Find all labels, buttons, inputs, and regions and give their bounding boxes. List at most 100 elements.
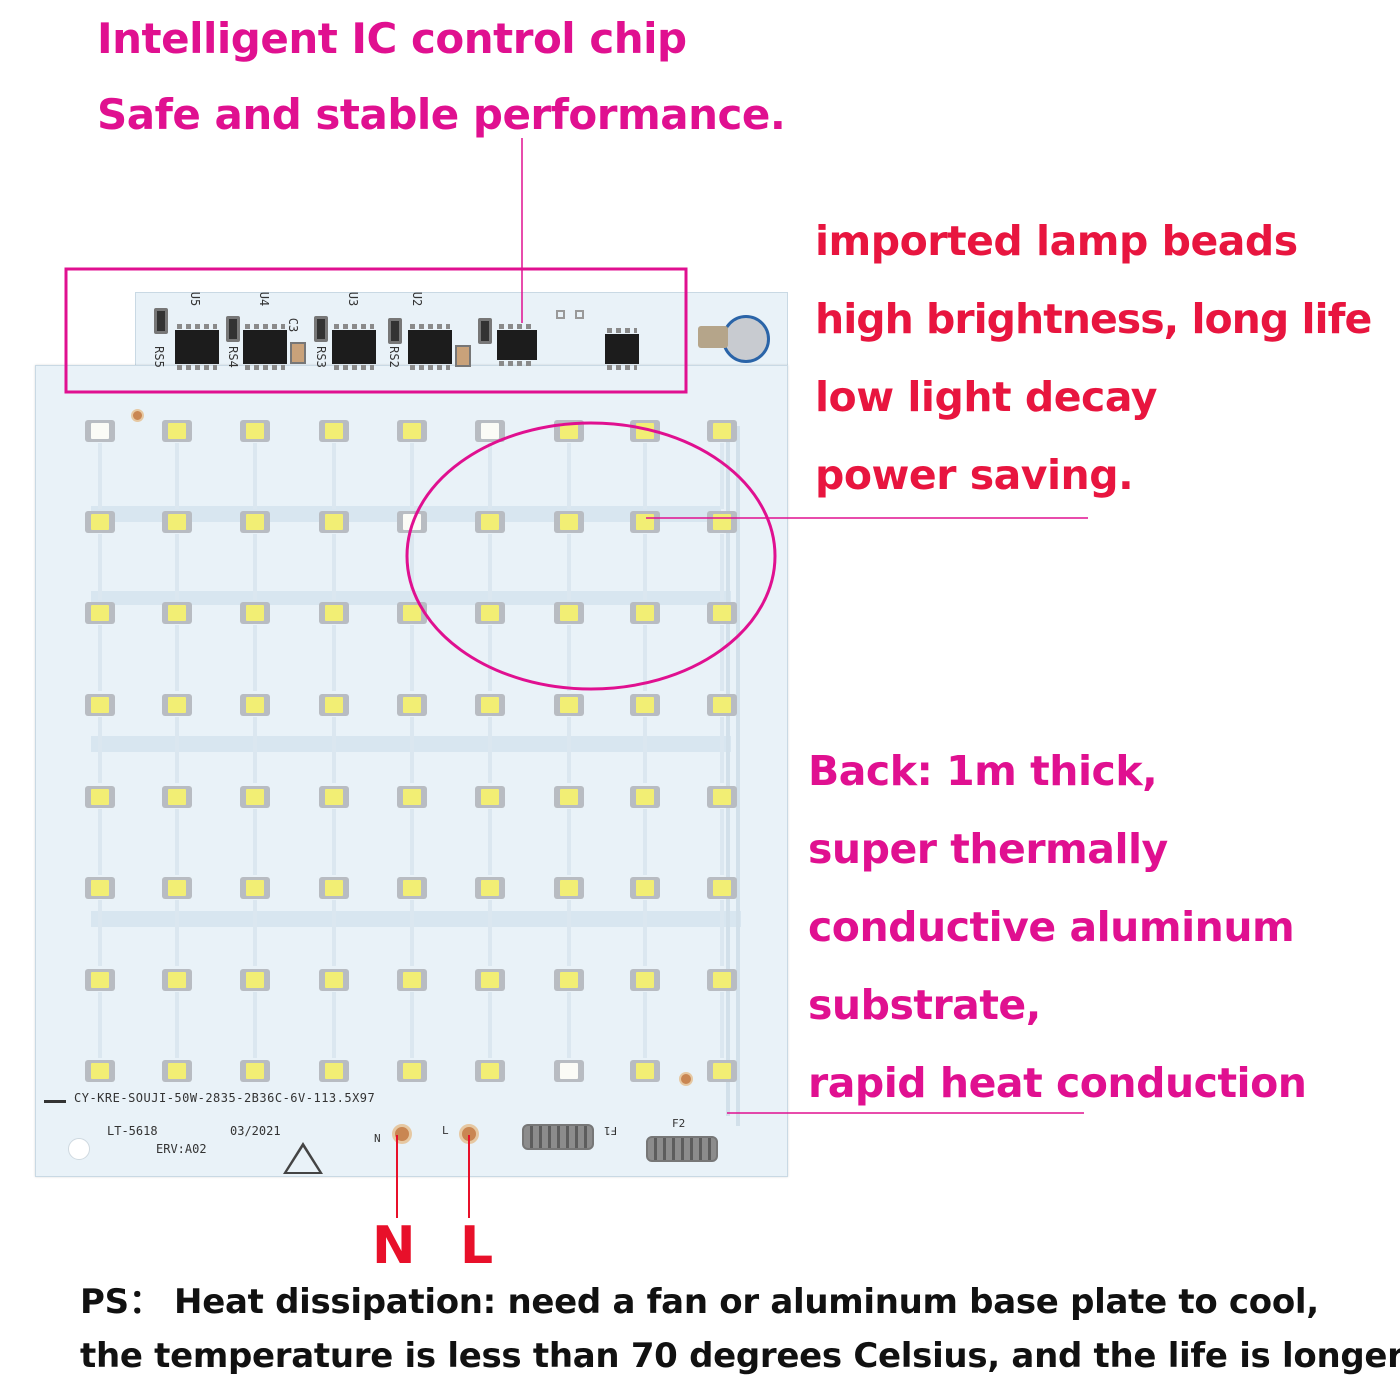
terminal-label-n: N: [372, 1216, 416, 1276]
led-bead: [162, 786, 192, 808]
led-bead: [475, 877, 505, 899]
led-bead: [240, 877, 270, 899]
copper-trace: [720, 625, 724, 691]
bead-highlight-ellipse: [405, 421, 777, 691]
led-bead: [240, 511, 270, 533]
ic-chip-u2: [408, 324, 452, 370]
copper-trace: [98, 717, 102, 783]
terminal-label-l: L: [460, 1216, 494, 1276]
resistor-rs5: [154, 308, 168, 334]
ic-control-chip: [497, 324, 537, 366]
copper-trace: [720, 717, 724, 783]
copper-trace: [488, 992, 492, 1058]
copper-trace: [332, 809, 336, 875]
copper-trace: [175, 717, 179, 783]
copper-trace: [488, 900, 492, 966]
silk-pad-n: N: [374, 1132, 381, 1145]
copper-trace: [253, 443, 257, 509]
copper-trace: [720, 534, 724, 600]
led-bead: [475, 511, 505, 533]
led-bead: [162, 511, 192, 533]
mount-hole: [68, 1138, 90, 1160]
copper-trace: [175, 534, 179, 600]
copper-trace: [567, 625, 571, 691]
ic-highlight-box: [64, 267, 688, 394]
led-bead: [707, 694, 737, 716]
copper-trace: [98, 900, 102, 966]
led-bead: [630, 969, 660, 991]
led-bead: [162, 602, 192, 624]
copper-trace: [720, 443, 724, 509]
led-bead: [554, 786, 584, 808]
led-bead: [85, 786, 115, 808]
beads-callout-line2: high brightness, long life: [815, 295, 1372, 343]
copper-trace: [410, 625, 414, 691]
led-bead: [240, 1060, 270, 1082]
led-bead: [85, 1060, 115, 1082]
led-bead: [707, 1060, 737, 1082]
copper-trace: [332, 992, 336, 1058]
resistor-r1: [478, 318, 492, 344]
copper-trace: [410, 992, 414, 1058]
copper-trace: [567, 717, 571, 783]
led-bead: [162, 694, 192, 716]
led-bead: [85, 420, 115, 442]
led-bead: [707, 602, 737, 624]
board-part-no: LT-5618: [107, 1124, 158, 1138]
copper-trace: [488, 625, 492, 691]
copper-trace: [643, 992, 647, 1058]
ps-note-line1: PS： Heat dissipation: need a fan or alum…: [80, 1282, 1319, 1322]
led-bead: [162, 969, 192, 991]
led-bead: [240, 602, 270, 624]
copper-trace: [410, 900, 414, 966]
led-bead: [162, 420, 192, 442]
copper-trace: [410, 534, 414, 600]
copper-trace: [643, 625, 647, 691]
logo-icon: [44, 1093, 66, 1103]
board-model: CY-KRE-SOUJI-50W-2835-2B36C-6V-113.5X97: [74, 1091, 376, 1105]
copper-trace: [567, 443, 571, 509]
led-bead: [397, 969, 427, 991]
copper-trace: [332, 443, 336, 509]
copper-trace: [332, 625, 336, 691]
copper-trace: [488, 443, 492, 509]
beads-callout-line3: low light decay: [815, 373, 1157, 421]
resistor-rs4: [226, 316, 240, 342]
thermistor: [722, 315, 770, 363]
copper-trace: [175, 900, 179, 966]
copper-trace: [253, 900, 257, 966]
copper-trace: [643, 809, 647, 875]
beads-callout-line4: power saving.: [815, 451, 1134, 499]
led-bead: [240, 694, 270, 716]
led-bead: [397, 420, 427, 442]
copper-trace: [410, 443, 414, 509]
led-bead: [162, 1060, 192, 1082]
copper-trace: [98, 992, 102, 1058]
copper-trace: [720, 992, 724, 1058]
copper-trace: [98, 809, 102, 875]
led-bead: [319, 511, 349, 533]
copper-trace: [98, 443, 102, 509]
fuse-f2: [646, 1136, 718, 1162]
led-bead: [630, 877, 660, 899]
led-bead: [475, 786, 505, 808]
led-bead: [630, 602, 660, 624]
ic-callout-line2: Safe and stable performance.: [97, 90, 786, 139]
ic-callout-line1: Intelligent IC control chip: [97, 14, 687, 63]
copper-trace: [175, 625, 179, 691]
copper-trace: [567, 992, 571, 1058]
copper-trace: [253, 534, 257, 600]
led-bead: [475, 969, 505, 991]
led-bead: [554, 969, 584, 991]
led-bead: [319, 1060, 349, 1082]
led-bead: [630, 694, 660, 716]
resistor-rs2: [388, 318, 402, 344]
led-bead: [85, 877, 115, 899]
copper-trace: [332, 717, 336, 783]
test-pad-2: [679, 1072, 693, 1086]
capacitor-small: [455, 345, 471, 367]
copper-trace: [720, 809, 724, 875]
copper-trace: [488, 809, 492, 875]
copper-trace: [643, 900, 647, 966]
